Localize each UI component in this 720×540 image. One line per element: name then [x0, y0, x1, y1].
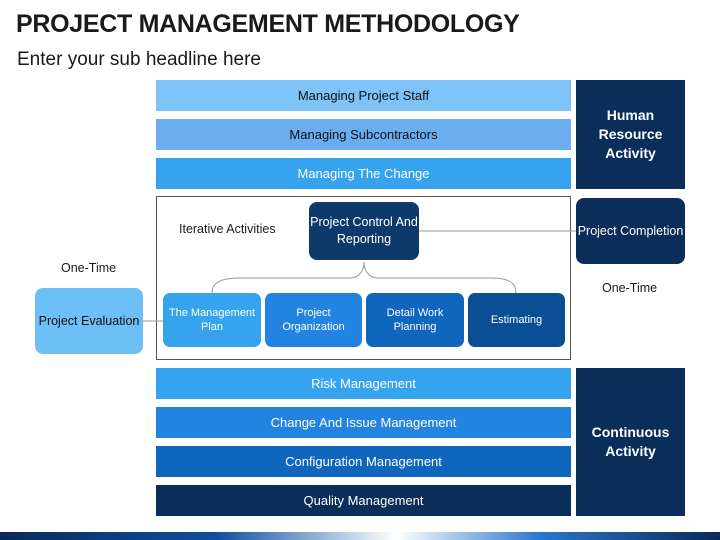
project-completion-box: Project Completion [576, 198, 685, 264]
bar-change-and-issue-management: Change And Issue Management [156, 407, 571, 438]
bar-managing-project-staff: Managing Project Staff [156, 80, 571, 111]
bar-configuration-management: Configuration Management [156, 446, 571, 477]
project-control-and-reporting-box: Project Control And Reporting [309, 202, 419, 260]
page-title: PROJECT MANAGEMENT METHODOLOGY [16, 10, 520, 38]
step-detail-work-planning: Detail Work Planning [366, 293, 464, 347]
iterative-activities-frame [156, 196, 571, 360]
step-the-management-plan: The Management Plan [163, 293, 261, 347]
one-time-label-right: One-Time [602, 281, 658, 295]
footer-gradient-strip [0, 532, 720, 540]
iterative-activities-label: Iterative Activities [179, 222, 276, 236]
one-time-label-left: One-Time [61, 261, 117, 275]
step-project-organization: Project Organization [265, 293, 362, 347]
bar-risk-management: Risk Management [156, 368, 571, 399]
bar-managing-the-change: Managing The Change [156, 158, 571, 189]
human-resource-activity-panel: Human Resource Activity [576, 80, 685, 189]
page-subtitle: Enter your sub headline here [17, 49, 261, 70]
project-evaluation-box: Project Evaluation [35, 288, 143, 354]
bar-managing-subcontractors: Managing Subcontractors [156, 119, 571, 150]
bar-quality-management: Quality Management [156, 485, 571, 516]
continuous-activity-panel: Continuous Activity [576, 368, 685, 516]
step-estimating: Estimating [468, 293, 565, 347]
